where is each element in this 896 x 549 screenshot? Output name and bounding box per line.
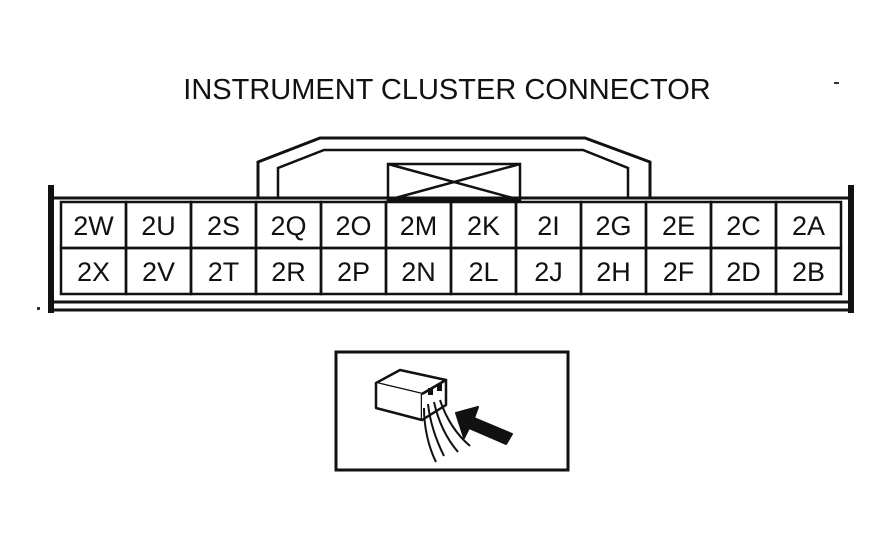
pin-cell-2u: 2U	[124, 200, 193, 250]
pin-cell-2x: 2X	[59, 246, 128, 296]
pin-label: 2I	[537, 211, 560, 241]
pin-cell-2p: 2P	[319, 246, 388, 296]
pin-label: 2X	[77, 257, 110, 287]
lock-tab-icon	[386, 162, 522, 202]
pin-cell-2c: 2C	[709, 200, 778, 250]
pin-label: 2C	[726, 211, 761, 241]
scan-speck	[37, 307, 40, 310]
pin-cell-2m: 2M	[384, 200, 453, 250]
pin-label: 2P	[337, 257, 370, 287]
pin-cell-2w: 2W	[59, 200, 128, 250]
pin-cell-2q: 2Q	[254, 200, 323, 250]
pin-label: 2F	[663, 257, 695, 287]
pin-label: 2O	[335, 211, 371, 241]
pin-label: 2J	[534, 257, 563, 287]
pin-label: 2M	[400, 211, 438, 241]
pin-cell-2t: 2T	[189, 246, 258, 296]
pin-cell-2s: 2S	[189, 200, 258, 250]
pin-label: 2S	[207, 211, 240, 241]
pin-cell-2d: 2D	[709, 246, 778, 296]
pin-label: 2T	[208, 257, 240, 287]
pin-label: 2R	[271, 257, 306, 287]
pin-label: 2L	[468, 257, 498, 287]
diagram-title: INSTRUMENT CLUSTER CONNECTOR	[183, 74, 710, 106]
pin-label: 2W	[73, 211, 114, 241]
pin-cell-2v: 2V	[124, 246, 193, 296]
pin-label: 2E	[662, 211, 695, 241]
pin-cell-2g: 2G	[579, 200, 648, 250]
pin-cell-2h: 2H	[579, 246, 648, 296]
pin-cell-2e: 2E	[644, 200, 713, 250]
connector-latch	[256, 136, 652, 198]
pin-label: 2U	[141, 211, 176, 241]
pin-grid: 2W 2U 2S 2Q 2O 2M 2K 2I 2G 2E 2C 2A 2X 2V 2T 2R 2P 2N 2L 2J…	[59, 200, 843, 296]
pin-cell-2o: 2O	[319, 200, 388, 250]
pin-label: 2K	[467, 211, 500, 241]
pin-cell-2l: 2L	[449, 246, 518, 296]
pin-label: 2V	[142, 257, 175, 287]
pin-cell-2i: 2I	[514, 200, 583, 250]
view-inset	[334, 350, 570, 472]
pin-cell-2j: 2J	[514, 246, 583, 296]
pin-label: 2H	[596, 257, 631, 287]
pin-label: 2Q	[270, 211, 306, 241]
pin-cell-2f: 2F	[644, 246, 713, 296]
connector-harness-view-icon	[374, 368, 471, 463]
pin-cell-2r: 2R	[254, 246, 323, 296]
pin-cell-2b: 2B	[774, 246, 843, 296]
pin-label: 2G	[595, 211, 631, 241]
pin-label: 2B	[792, 257, 825, 287]
pin-cell-2k: 2K	[449, 200, 518, 250]
pin-cell-2n: 2N	[384, 246, 453, 296]
pin-label: 2N	[401, 257, 436, 287]
scan-speck	[834, 82, 839, 84]
pin-label: 2A	[792, 211, 825, 241]
pin-cavity	[774, 246, 843, 296]
pin-cell-2a: 2A	[774, 200, 843, 250]
pin-label: 2D	[726, 257, 761, 287]
viewing-direction-arrow-icon	[455, 406, 513, 445]
